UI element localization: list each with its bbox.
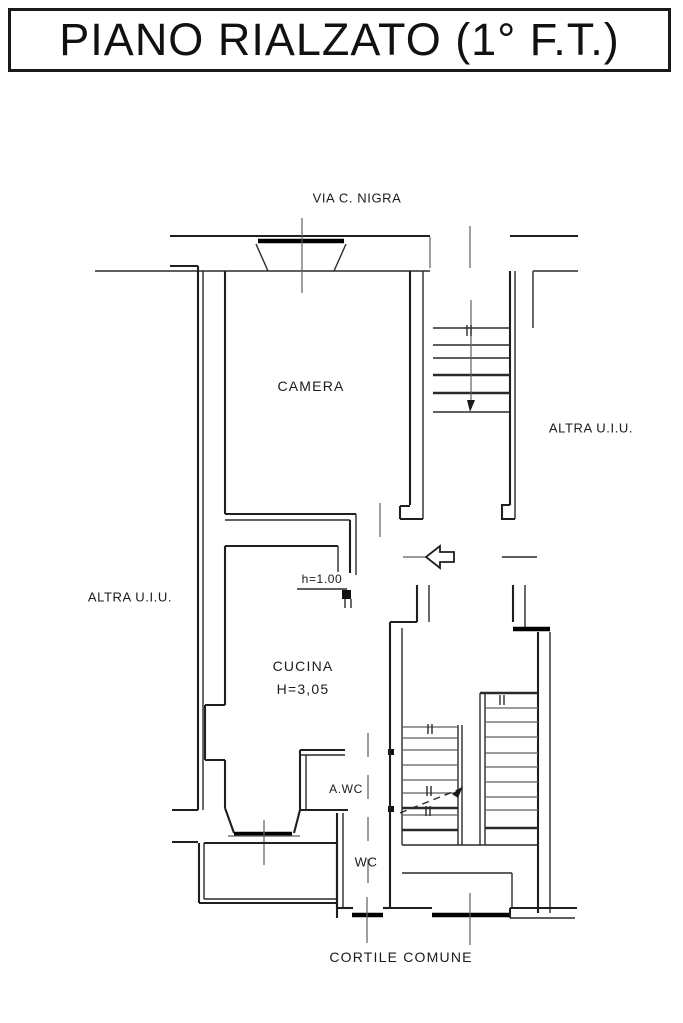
street-label: VIA C. NIGRA — [312, 190, 402, 206]
awc-wc-walls — [298, 733, 394, 943]
plan-title: PIANO RIALZATO (1° F.T.) — [59, 14, 620, 65]
room-label-anti-wc: A.WC — [329, 782, 363, 796]
corridor-niche-walls — [225, 503, 381, 608]
right-unit-walls — [500, 271, 534, 521]
adjacent-unit-left-label: ALTRA U.I.U. — [87, 589, 173, 605]
cucina-walls — [203, 546, 302, 865]
left-party-wall — [172, 266, 204, 844]
stairwell-stairs — [399, 691, 538, 908]
niche-height-label: h=1.00 — [301, 572, 343, 586]
camera-room-walls — [223, 271, 424, 575]
stairwell-walls — [388, 585, 577, 945]
top-exterior-walls — [95, 226, 578, 272]
entrance-arrow — [403, 544, 537, 570]
room-label-wc: WC — [354, 854, 378, 870]
street-window — [255, 218, 347, 293]
plan-title-box: PIANO RIALZATO (1° F.T.) — [8, 8, 671, 72]
terrace-walls — [197, 841, 339, 918]
adjacent-unit-right-label: ALTRA U.I.U. — [548, 420, 634, 436]
room-label-camera: CAMERA — [277, 378, 345, 394]
kitchen-height-label: H=3,05 — [276, 681, 330, 697]
room-label-cucina: CUCINA — [272, 658, 334, 674]
courtyard-label: CORTILE COMUNE — [329, 949, 473, 965]
upper-staircase — [433, 300, 510, 413]
